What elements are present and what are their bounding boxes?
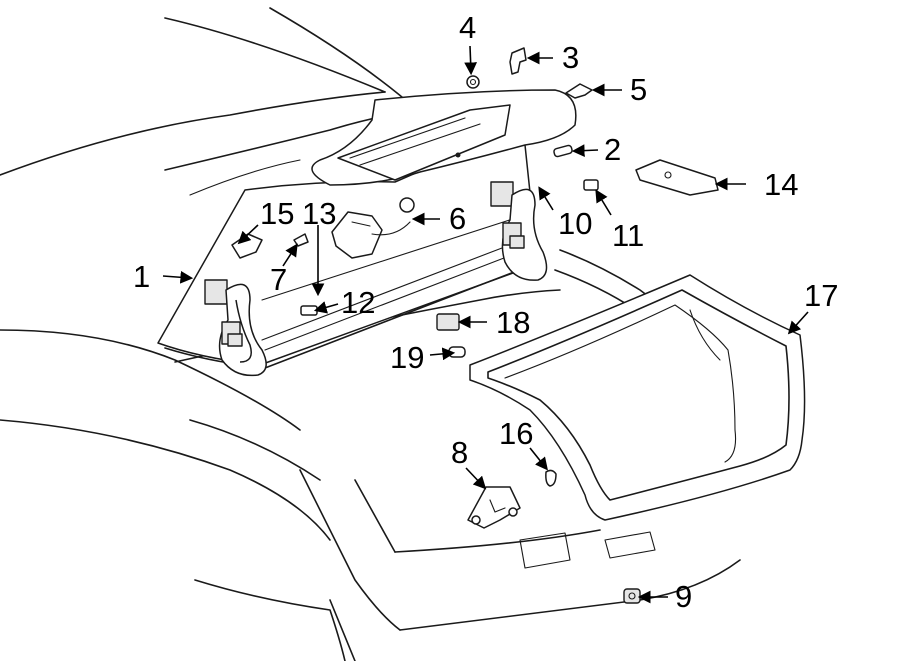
part-19-bulb: [448, 346, 466, 358]
callout-4: 4: [459, 10, 476, 45]
callout-10: 10: [558, 206, 592, 241]
callout-18: 18: [496, 305, 530, 340]
part-3-fastener: [509, 47, 527, 75]
callout-9: 9: [675, 579, 692, 614]
part-8-latch: [467, 486, 521, 529]
callout-19: 19: [390, 340, 424, 375]
callout-15: 15: [260, 196, 294, 231]
callout-labels: 1 2 3 4 5 6 7 8 9 10 11 12 13 14 15 16 1…: [133, 10, 838, 614]
hinge-right: [490, 181, 548, 281]
part-12-bolt: [300, 305, 318, 316]
callout-11: 11: [612, 218, 644, 253]
callout-5: 5: [630, 72, 647, 107]
callout-8: 8: [451, 435, 468, 470]
part-16-bumper: [545, 469, 557, 487]
weatherstrip-seal: [469, 274, 806, 521]
callout-7: 7: [270, 262, 287, 297]
part-6-lock-actuator: [331, 197, 415, 259]
part-11-bolt: [583, 179, 599, 191]
callout-6: 6: [449, 201, 466, 236]
part-4-nut: [466, 75, 480, 89]
callout-14: 14: [764, 167, 798, 202]
callout-leaders: [162, 45, 809, 604]
callout-3: 3: [562, 40, 579, 75]
part-5-clip: [565, 83, 593, 99]
callout-16: 16: [499, 416, 533, 451]
callout-1: 1: [133, 259, 150, 294]
callout-2: 2: [604, 132, 621, 167]
part-18-lamp: [436, 313, 460, 331]
callout-12: 12: [341, 285, 375, 320]
part-2-bumper-stop: [553, 144, 573, 158]
hinge-left: [204, 279, 267, 377]
callout-17: 17: [804, 278, 838, 313]
callout-13: 13: [302, 196, 336, 231]
part-9-grommet: [623, 588, 641, 604]
part-14-bracket: [635, 159, 719, 196]
